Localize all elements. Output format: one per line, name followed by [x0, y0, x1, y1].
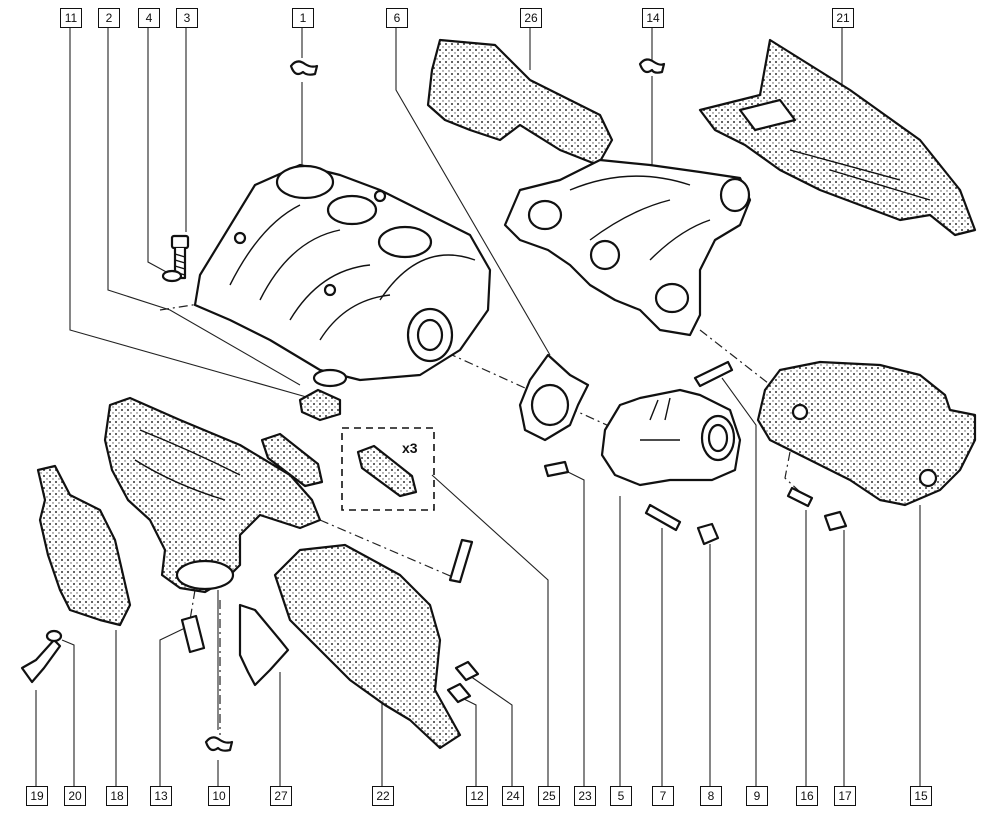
gasket-2	[298, 388, 342, 422]
clip-nut-14	[638, 58, 666, 74]
callout-6: 6	[386, 8, 408, 28]
stud-13	[180, 614, 206, 654]
nut-17	[823, 510, 848, 532]
callout-27: 27	[270, 786, 292, 806]
callout-17: 17	[834, 786, 856, 806]
gasket-set-box	[341, 427, 435, 511]
callout-2: 2	[98, 8, 120, 28]
callout-20: 20	[64, 786, 86, 806]
exhaust-manifold-lower	[103, 396, 322, 594]
nut-24	[454, 660, 480, 682]
intake-manifold	[193, 163, 492, 388]
quantity-label: x3	[402, 440, 418, 456]
clip-nut-1	[289, 60, 319, 76]
callout-21: 21	[832, 8, 854, 28]
heat-shield-21	[698, 38, 977, 237]
heat-shield-15	[756, 360, 977, 507]
callout-19: 19	[26, 786, 48, 806]
callout-25: 25	[538, 786, 560, 806]
heat-shield-22	[273, 543, 462, 750]
stud-10b	[448, 538, 474, 584]
callout-16: 16	[796, 786, 818, 806]
callout-26: 26	[520, 8, 542, 28]
callout-22: 22	[372, 786, 394, 806]
callout-14: 14	[642, 8, 664, 28]
bracket-27	[238, 603, 290, 687]
callout-13: 13	[150, 786, 172, 806]
stud-23	[543, 460, 570, 478]
callout-23: 23	[574, 786, 596, 806]
nut-10	[204, 736, 234, 752]
stud-9	[693, 360, 734, 388]
callout-15: 15	[910, 786, 932, 806]
stud-16	[786, 486, 814, 508]
washer-4	[161, 269, 183, 283]
callout-5: 5	[610, 786, 632, 806]
callout-18: 18	[106, 786, 128, 806]
exhaust-manifold	[503, 158, 752, 337]
callout-9: 9	[746, 786, 768, 806]
exhaust-downpipe-5	[600, 388, 742, 487]
washer-20	[45, 629, 63, 643]
callout-1: 1	[292, 8, 314, 28]
nut-12	[446, 682, 472, 704]
callout-7: 7	[652, 786, 674, 806]
callout-8: 8	[700, 786, 722, 806]
gasket-25	[356, 444, 418, 498]
gasket-6	[518, 353, 590, 442]
callout-24: 24	[502, 786, 524, 806]
stud-7	[644, 503, 682, 532]
callout-4: 4	[138, 8, 160, 28]
callout-11: 11	[60, 8, 82, 28]
gasket-11	[260, 432, 324, 488]
callout-3: 3	[176, 8, 198, 28]
heat-shield-26	[426, 38, 614, 167]
heat-shield-18	[36, 464, 132, 627]
callout-12: 12	[466, 786, 488, 806]
nut-8	[696, 522, 720, 546]
callout-10: 10	[208, 786, 230, 806]
bolt-19	[20, 638, 62, 684]
bolt-3	[170, 234, 190, 280]
